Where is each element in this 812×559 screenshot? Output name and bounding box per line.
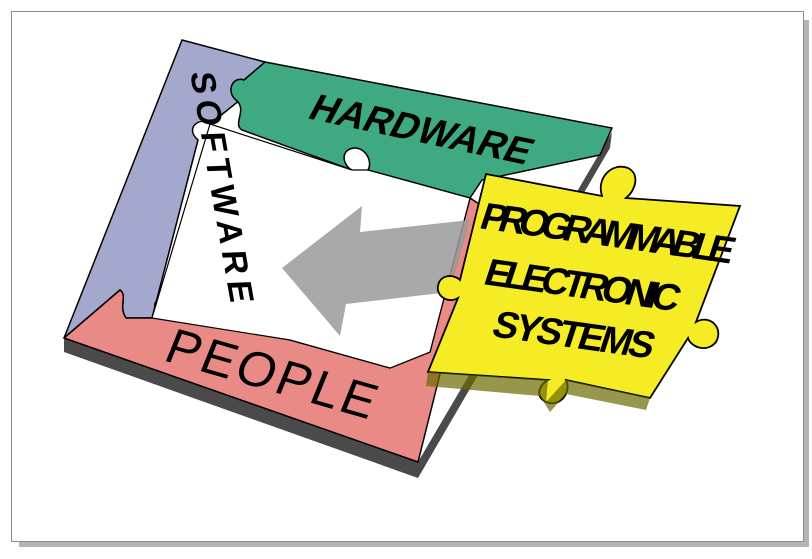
pes-piece-edge [426,372,650,412]
insert-arrow [282,206,470,336]
frame-shadow-right [803,20,809,547]
frame-thickness-edge [64,132,612,478]
frame-shadow [19,540,808,547]
